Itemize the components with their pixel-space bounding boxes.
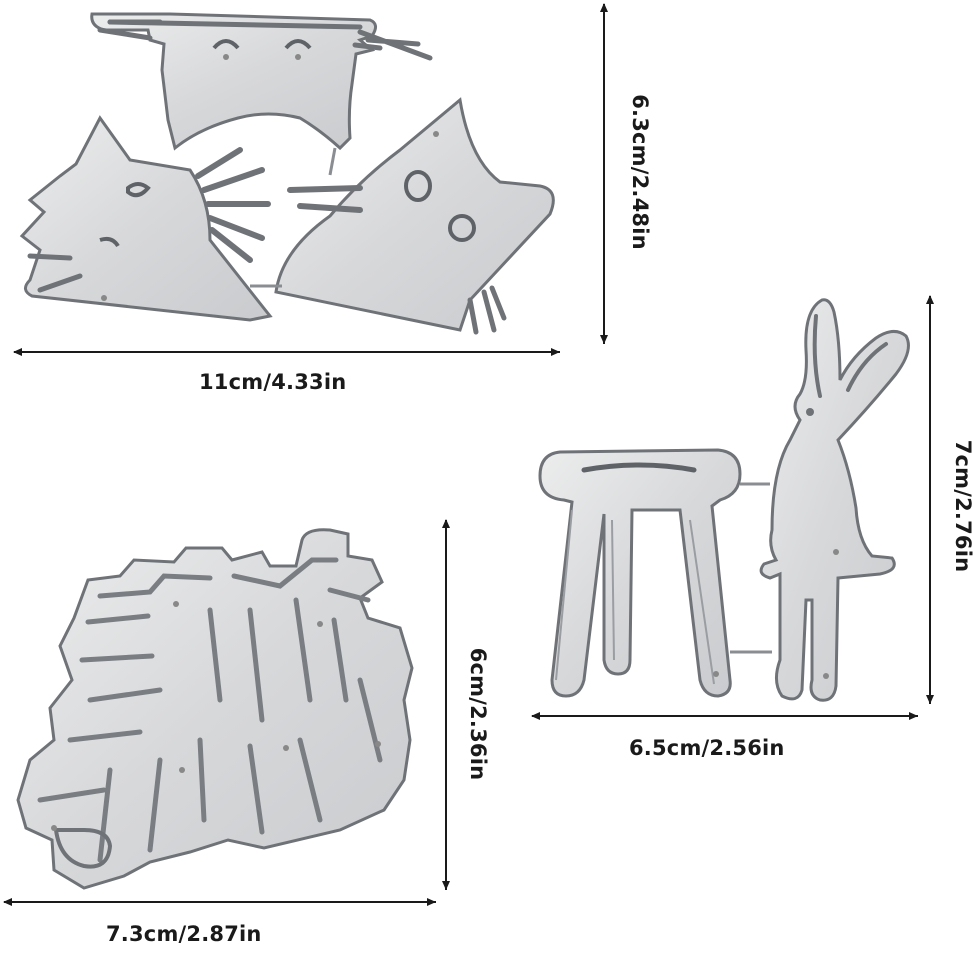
- cat-top-piece: [90, 12, 433, 151]
- bunny-and-stool-die: [538, 298, 910, 702]
- bunny-width-label: 6.5cm/2.56in: [629, 736, 785, 760]
- birthday-width-label: 7.3cm/2.87in: [106, 922, 262, 946]
- cat-left-piece: [19, 115, 273, 322]
- cats-width-label: 11cm/4.33in: [199, 370, 347, 394]
- happy-birthday-die: [16, 528, 414, 890]
- cat-faces-die: [19, 12, 555, 335]
- bunny-height-label: 7cm/2.76in: [951, 439, 973, 573]
- stool-piece: [538, 448, 742, 698]
- cat-right-piece: [274, 97, 555, 335]
- cats-height-label: 6.3cm/2.48in: [628, 94, 652, 250]
- bunny-piece: [759, 298, 910, 702]
- dimension-arrows: [3, 3, 934, 906]
- birthday-height-label: 6cm/2.36in: [466, 647, 490, 781]
